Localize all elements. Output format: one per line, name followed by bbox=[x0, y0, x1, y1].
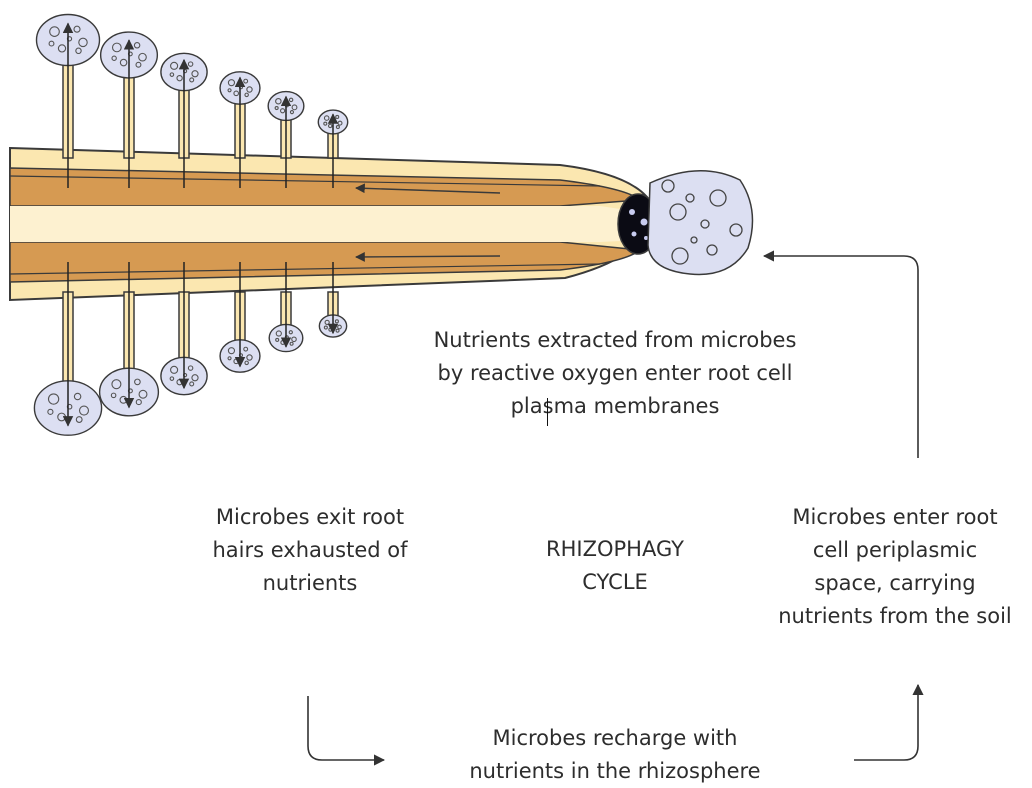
cortex-arrow-lower bbox=[356, 256, 500, 257]
label-line: space, carrying bbox=[760, 567, 1030, 600]
label-line: Microbes exit root bbox=[180, 501, 440, 534]
label-rhizophagy-cycle: RHIZOPHAGY CYCLE bbox=[505, 533, 725, 599]
label-line: hairs exhausted of bbox=[180, 534, 440, 567]
label-nutrients-extracted: Nutrients extracted from microbes by rea… bbox=[395, 324, 835, 423]
root bbox=[10, 148, 658, 300]
label-line: by reactive oxygen enter root cell bbox=[395, 357, 835, 390]
label-line: RHIZOPHAGY bbox=[505, 533, 725, 566]
label-line: cell periplasmic bbox=[760, 534, 1030, 567]
label-microbes-recharge: Microbes recharge with nutrients in the … bbox=[400, 722, 830, 788]
tip-microbe-cluster bbox=[648, 171, 753, 275]
label-line: nutrients from the soil bbox=[760, 600, 1030, 633]
label-line: nutrients bbox=[180, 567, 440, 600]
label-microbes-enter: Microbes enter root cell periplasmic spa… bbox=[760, 501, 1030, 633]
text-cursor bbox=[547, 398, 548, 426]
label-line: CYCLE bbox=[505, 566, 725, 599]
label-line: Nutrients extracted from microbes bbox=[395, 324, 835, 357]
stele bbox=[10, 206, 640, 242]
label-line: nutrients in the rhizosphere bbox=[400, 755, 830, 788]
arrow-exit-to-recharge bbox=[308, 696, 384, 760]
arrow-recharge-to-enter bbox=[854, 685, 918, 760]
label-line: plasma membranes bbox=[395, 390, 835, 423]
label-line: Microbes enter root bbox=[760, 501, 1030, 534]
label-line: Microbes recharge with bbox=[400, 722, 830, 755]
label-microbes-exit: Microbes exit root hairs exhausted of nu… bbox=[180, 501, 440, 600]
